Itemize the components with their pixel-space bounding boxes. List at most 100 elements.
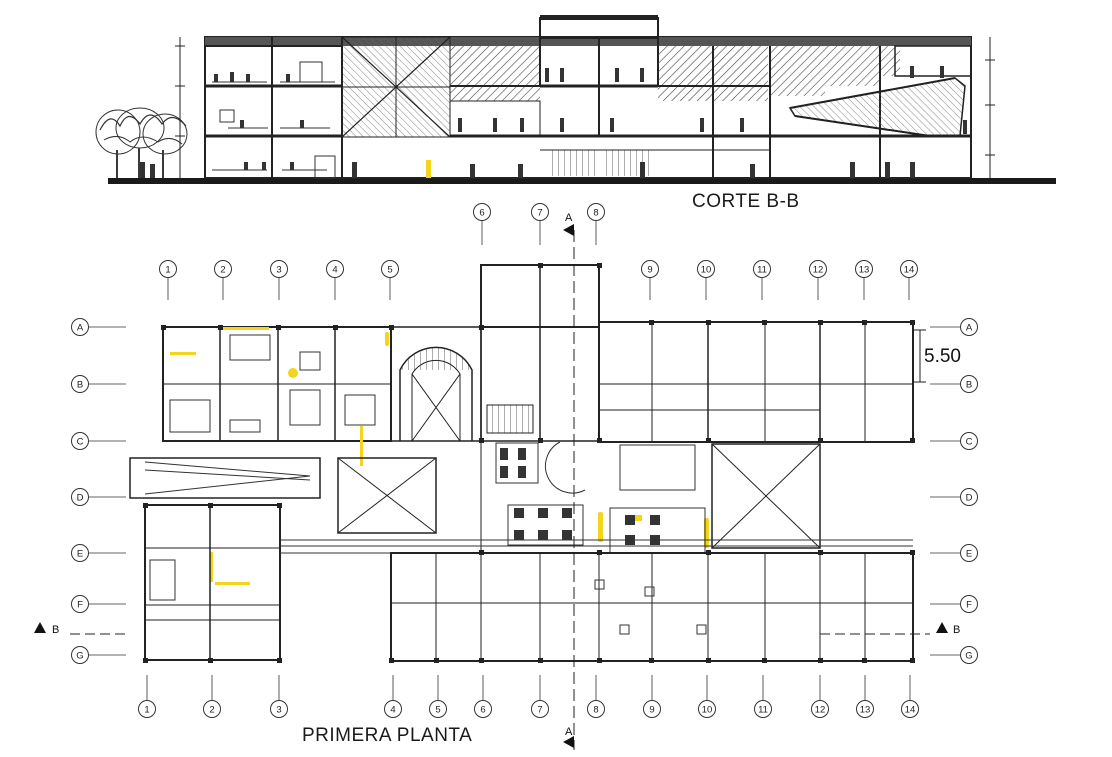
grid-bubble-bottom: 8 [587, 675, 605, 718]
grid-label: 10 [701, 265, 712, 276]
grid-bubble-top: 9 [641, 260, 659, 300]
grid-label: 8 [593, 208, 598, 219]
grid-label: F [966, 600, 972, 611]
grid-label: C [966, 437, 973, 448]
grid-bubble-bottom: 1 [138, 675, 156, 718]
grid-label: G [965, 651, 972, 662]
grid-bubble-bottom: 5 [429, 675, 447, 718]
grid-label: 13 [859, 265, 870, 276]
grid-label: 11 [757, 265, 767, 276]
grid-bubble-top: 3 [270, 260, 288, 300]
grid-label: 2 [209, 705, 214, 716]
cut-a-top-arrow [563, 224, 574, 236]
grid-bubble-bottom: 2 [203, 675, 221, 718]
grid-bubble-left: C [71, 432, 126, 450]
grid-label: E [77, 549, 83, 560]
grid-bubble-left: B [71, 375, 126, 393]
grid-bubble-right: B [930, 375, 978, 393]
section-b-b: CORTE B-B [95, 15, 1056, 212]
grid-bubble-bottom: 12 [811, 675, 829, 718]
grid-label: C [77, 437, 84, 448]
grid-bubble-top: 11 [753, 260, 771, 300]
grid-bubble-right: F [930, 595, 978, 613]
grid-bubble-top: 1 [159, 260, 177, 300]
grid-bubble-left: A [71, 318, 126, 336]
grid-label: B [966, 380, 972, 391]
grid-label: 4 [390, 705, 395, 716]
grid-bubble-left: G [71, 646, 126, 664]
grid-bubble-left: D [71, 488, 126, 506]
grid-bubble-bottom: 10 [698, 675, 716, 718]
cut-a-bottom-label: A [565, 726, 573, 738]
grid-label: 2 [220, 265, 225, 276]
grid-label: 9 [649, 705, 654, 716]
grid-bubble-top: 14 [900, 260, 918, 300]
grid-bubble-bottom: 13 [856, 675, 874, 718]
grid-bubble-bottom: 7 [531, 675, 549, 718]
grid-bubble-bottom: 11 [754, 675, 772, 718]
cut-b-left-label: B [52, 624, 59, 636]
grid-bubble-top-center: 6 [473, 203, 491, 245]
grid-bubble-top: 2 [214, 260, 232, 300]
grid-bubble-bottom: 14 [901, 675, 919, 718]
grid-bubble-left: E [71, 544, 126, 562]
cut-a-top-label: A [565, 212, 573, 224]
grid-bubble-right: C [930, 432, 978, 450]
people-figures [140, 66, 967, 178]
grid-label: A [966, 323, 973, 334]
grid-label: 12 [813, 265, 824, 276]
grid-bubble-bottom: 9 [643, 675, 661, 718]
grid-label: 13 [860, 705, 871, 716]
grid-label: 4 [332, 265, 337, 276]
dimension-label: 5.50 [924, 346, 961, 367]
grid-label: 11 [758, 705, 768, 716]
grid-label: 9 [647, 265, 652, 276]
grid-label: 10 [702, 705, 713, 716]
grid-label: 1 [165, 265, 170, 276]
cut-a-bottom-arrow [563, 736, 574, 748]
grid-label: A [77, 323, 84, 334]
grid-bubble-top: 13 [855, 260, 873, 300]
tree-icon [95, 107, 188, 178]
grid-label: 6 [480, 705, 485, 716]
grid-label: F [77, 600, 83, 611]
grid-label: 7 [537, 208, 542, 219]
grid-label: 3 [276, 705, 281, 716]
grid-bubble-right: G [930, 646, 978, 664]
grid-bubble-bottom: 4 [384, 675, 402, 718]
grid-bubble-top-center: 8 [587, 203, 605, 245]
grid-label: 3 [276, 265, 281, 276]
grid-label: 6 [479, 208, 484, 219]
grid-bubble-top: 5 [381, 260, 399, 300]
plan-title: PRIMERA PLANTA [302, 725, 472, 746]
cut-b-right-label: B [953, 624, 960, 636]
grid-label: 7 [537, 705, 542, 716]
ramp [788, 77, 966, 137]
grid-bubble-bottom: 3 [270, 675, 288, 718]
cut-b-right-arrow [936, 622, 948, 633]
accent-figure [426, 160, 431, 178]
section-title: CORTE B-B [692, 191, 800, 212]
structural-columns [143, 263, 915, 663]
grid-label: 5 [387, 265, 392, 276]
ground-line [108, 178, 1056, 184]
grid-label: 8 [593, 705, 598, 716]
grid-bubble-top: 12 [809, 260, 827, 300]
grid-label: B [77, 380, 83, 391]
grid-label: 14 [905, 705, 916, 716]
grid-bubble-right: A [930, 318, 978, 336]
grid-bubble-left: F [71, 595, 126, 613]
grid-bubble-top-center: 7 [531, 203, 549, 245]
floor-plan: B B A A 5.50 PRIMERA PLANTA [34, 212, 961, 750]
grid-label: 12 [815, 705, 826, 716]
grid-bubble-bottom: 6 [474, 675, 492, 718]
cut-b-left-arrow [34, 622, 46, 633]
grid-label: 14 [904, 265, 915, 276]
grid-label: G [76, 651, 83, 662]
grid-bubble-top: 10 [697, 260, 715, 300]
grid-bubble-right: E [930, 544, 978, 562]
grid-bubble-top: 4 [326, 260, 344, 300]
grid-label: D [966, 493, 973, 504]
